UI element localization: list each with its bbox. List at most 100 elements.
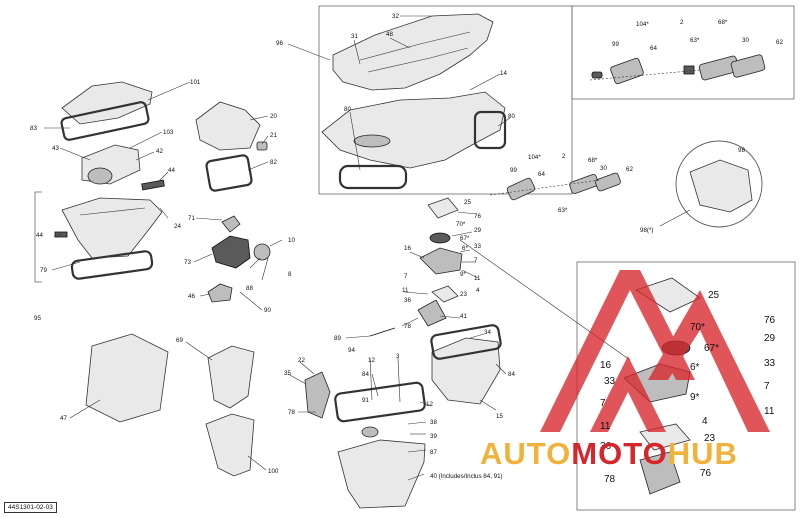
latch-body-part <box>610 57 644 85</box>
callout-33: 33 <box>474 243 481 250</box>
bin-95-inner <box>79 207 146 216</box>
callout-36: 36 <box>404 297 411 304</box>
callout-67: 67* <box>460 235 470 242</box>
part-38 <box>361 426 379 438</box>
callout-25: 25 <box>464 199 471 206</box>
callout-78b: 78 <box>288 409 295 416</box>
inset-callout-11r: 11 <box>764 406 775 417</box>
latch-pad-62 <box>730 54 766 78</box>
watermark-hub: HUB <box>667 436 738 471</box>
callout-68b: 68* <box>588 157 598 164</box>
part-44-strip <box>141 179 165 191</box>
callout-10: 10 <box>288 237 295 244</box>
inset-callout-67: 67* <box>704 343 719 354</box>
inset-callout-78: 78 <box>604 474 616 485</box>
left-lower-group <box>85 333 255 477</box>
callout-63a: 63* <box>690 37 700 44</box>
callout-90: 90 <box>264 307 271 314</box>
part-47-pad <box>85 333 169 423</box>
inset-callout-25: 25 <box>708 290 720 301</box>
callout-42: 42 <box>156 148 163 155</box>
seal-83 <box>60 101 150 141</box>
callout-4: 4 <box>476 287 480 294</box>
callout-14: 14 <box>500 70 507 77</box>
callout-9: 9* <box>460 271 466 278</box>
callout-63b: 63* <box>558 207 568 214</box>
part-21 <box>256 141 268 151</box>
callout-76: 76 <box>474 213 481 220</box>
inset-callout-76b: 76 <box>700 468 712 479</box>
callout-40-note: 40 (Includes/Inclus 84, 91) <box>430 473 503 480</box>
latch-frame-box <box>571 5 795 100</box>
callout-24: 24 <box>174 223 181 230</box>
callout-2a: 2 <box>680 19 684 26</box>
callout-12b: 12 <box>426 401 433 408</box>
part-73 <box>211 235 251 269</box>
callout-12a: 12 <box>368 357 375 364</box>
callout-84a: 84 <box>508 371 515 378</box>
latch-mid-group <box>489 172 621 201</box>
callout-32: 32 <box>392 13 399 20</box>
inset-callout-7r: 7 <box>764 381 770 392</box>
seat-seal-80 <box>338 164 408 190</box>
callout-70: 70* <box>456 221 466 228</box>
callout-11b: 11 <box>474 275 481 282</box>
inset-callout-4: 4 <box>702 416 708 427</box>
inset-callout-9: 9* <box>690 392 700 403</box>
callout-62a: 62 <box>776 39 783 46</box>
part-22-35 <box>304 371 331 419</box>
left-top-group <box>60 81 268 192</box>
callout-44a: 44 <box>168 167 175 174</box>
automotohub-logo <box>540 270 770 432</box>
callout-30a: 30 <box>742 37 749 44</box>
callout-80a: 80 <box>344 106 351 113</box>
callout-98: 98(*) <box>640 227 653 234</box>
inset-callout-33r: 33 <box>764 358 776 369</box>
latch-box-group <box>571 5 795 100</box>
callout-2b: 2 <box>562 153 566 160</box>
callout-64a: 64 <box>650 45 657 52</box>
bin-bracket <box>34 191 42 283</box>
callout-73: 73 <box>184 259 191 266</box>
callout-30b: 30 <box>600 165 607 172</box>
callout-11a: 11 <box>402 287 409 294</box>
inset-callout-36: 36 <box>600 441 612 452</box>
seal-91 <box>334 381 426 423</box>
callout-labels: 32 96 31 48 14 80 80 101 83 103 43 42 44… <box>30 13 783 485</box>
callout-88: 88 <box>246 285 253 292</box>
part-36 <box>417 299 447 327</box>
callout-22: 22 <box>298 357 305 364</box>
callout-101: 101 <box>190 79 201 86</box>
latch-spring-part <box>591 71 603 79</box>
inset-callout-76: 76 <box>764 315 776 326</box>
callout-8: 8 <box>288 271 292 278</box>
callout-39: 39 <box>430 433 437 440</box>
part-84-tray <box>431 337 501 405</box>
callout-69: 69 <box>176 337 183 344</box>
detail-98-part <box>689 159 753 213</box>
callout-46: 46 <box>188 293 195 300</box>
latch-mid-pad-62 <box>595 172 621 192</box>
callout-96: 96 <box>276 40 283 47</box>
inset-callout-6: 6* <box>690 362 700 373</box>
callout-98x: 98 <box>738 147 745 154</box>
callout-7b: 7 <box>474 257 478 264</box>
logo-triangle-left <box>540 270 695 432</box>
inset-callout-11l: 11 <box>600 421 611 432</box>
logo-triangle-inner <box>590 356 666 432</box>
detail-98-leader <box>659 209 691 227</box>
callout-41: 41 <box>460 313 467 320</box>
callout-15: 15 <box>496 413 503 420</box>
inset-part-36 <box>639 451 681 495</box>
inset-callout-23: 23 <box>704 433 716 444</box>
left-bin-group <box>34 191 163 283</box>
callout-104b: 104* <box>528 154 541 161</box>
callout-83: 83 <box>30 125 37 132</box>
part-88 <box>253 243 271 261</box>
part-25 <box>427 197 459 219</box>
logo-triangle-right <box>648 290 770 432</box>
callout-7a: 7 <box>404 273 408 280</box>
part-46 <box>207 283 233 303</box>
watermark-auto: AUTO <box>480 436 572 471</box>
callout-38: 38 <box>430 419 437 426</box>
